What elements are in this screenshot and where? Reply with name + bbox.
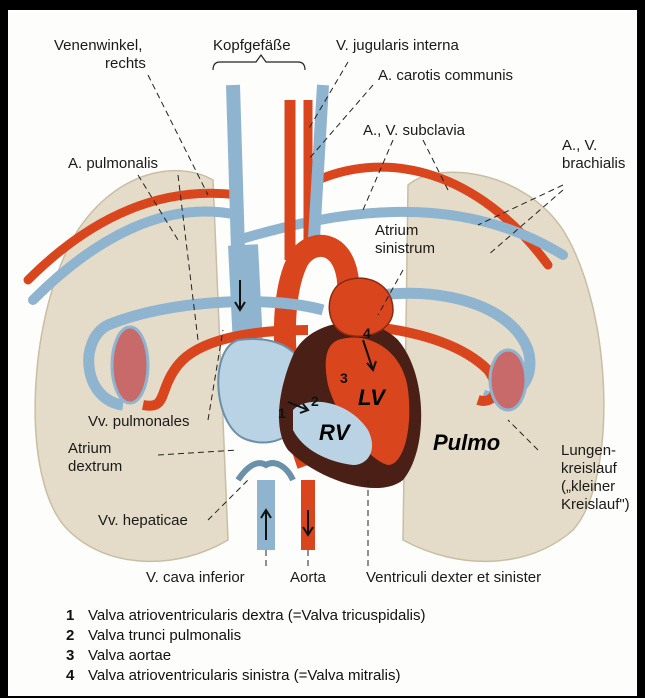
kopfgefaesse-bracket — [213, 55, 305, 70]
label-lungen-1: Lungen- — [561, 442, 616, 459]
label-ventriculi: Ventriculi dexter et sinister — [366, 569, 541, 586]
pulmo-label: Pulmo — [433, 430, 500, 455]
rv-label: RV — [319, 420, 352, 445]
label-pulmonalis: A. pulmonalis — [68, 155, 158, 172]
legend-number: 2 — [66, 626, 88, 646]
capillary-bed-left — [490, 350, 526, 410]
diagram-frame: 1 2 3 4 LV RV Pulmo Venenwinkel, rechts … — [8, 10, 637, 696]
label-brachialis-2: brachialis — [562, 155, 625, 172]
legend-number: 4 — [66, 666, 88, 686]
legend-number: 1 — [66, 606, 88, 626]
label-lungen-3: („kleiner — [561, 478, 615, 495]
valve-number-4: 4 — [363, 325, 371, 341]
label-carotis: A. carotis communis — [378, 67, 513, 84]
label-cava: V. cava inferior — [146, 569, 245, 586]
valve-number-2: 2 — [311, 393, 319, 409]
label-lungen-4: Kreislauf") — [561, 496, 630, 513]
label-vv-hepaticae: Vv. hepaticae — [98, 512, 188, 529]
label-aorta: Aorta — [290, 569, 327, 586]
label-brachialis-1: A., V. — [562, 137, 597, 154]
label-lungen-2: kreislauf — [561, 460, 618, 477]
legend-text: Valva aortae — [88, 646, 171, 666]
label-atrium-sin-1: Atrium — [375, 222, 418, 239]
lv-label: LV — [358, 385, 387, 410]
valve-number-1: 1 — [278, 405, 286, 421]
label-vv-pulmonales: Vv. pulmonales — [88, 413, 189, 430]
valve-number-3: 3 — [340, 370, 348, 386]
legend-number: 3 — [66, 646, 88, 666]
legend-text: Valva atrioventricularis dextra (=Valva … — [88, 606, 426, 626]
circulation-diagram: 1 2 3 4 LV RV Pulmo Venenwinkel, rechts … — [8, 10, 637, 696]
legend-text: Valva atrioventricularis sinistra (=Valv… — [88, 666, 400, 686]
jugular-vein-right — [233, 85, 238, 250]
hepatic-veins — [238, 463, 293, 480]
label-subclavia: A., V. subclavia — [363, 122, 466, 139]
left-atrium — [329, 278, 393, 336]
capillary-bed-right — [112, 327, 148, 403]
label-jugularis: V. jugularis interna — [336, 37, 460, 54]
label-venenwinkel-1: Venenwinkel, — [54, 37, 142, 54]
label-kopfgefaesse: Kopfgefäße — [213, 37, 291, 54]
legend-text: Valva trunci pulmonalis — [88, 626, 241, 646]
label-atrium-dex-2: dextrum — [68, 458, 122, 475]
jugular-vein-left — [313, 85, 323, 255]
label-atrium-sin-2: sinistrum — [375, 240, 435, 257]
label-venenwinkel-2: rechts — [105, 55, 146, 72]
label-atrium-dex-1: Atrium — [68, 440, 111, 457]
